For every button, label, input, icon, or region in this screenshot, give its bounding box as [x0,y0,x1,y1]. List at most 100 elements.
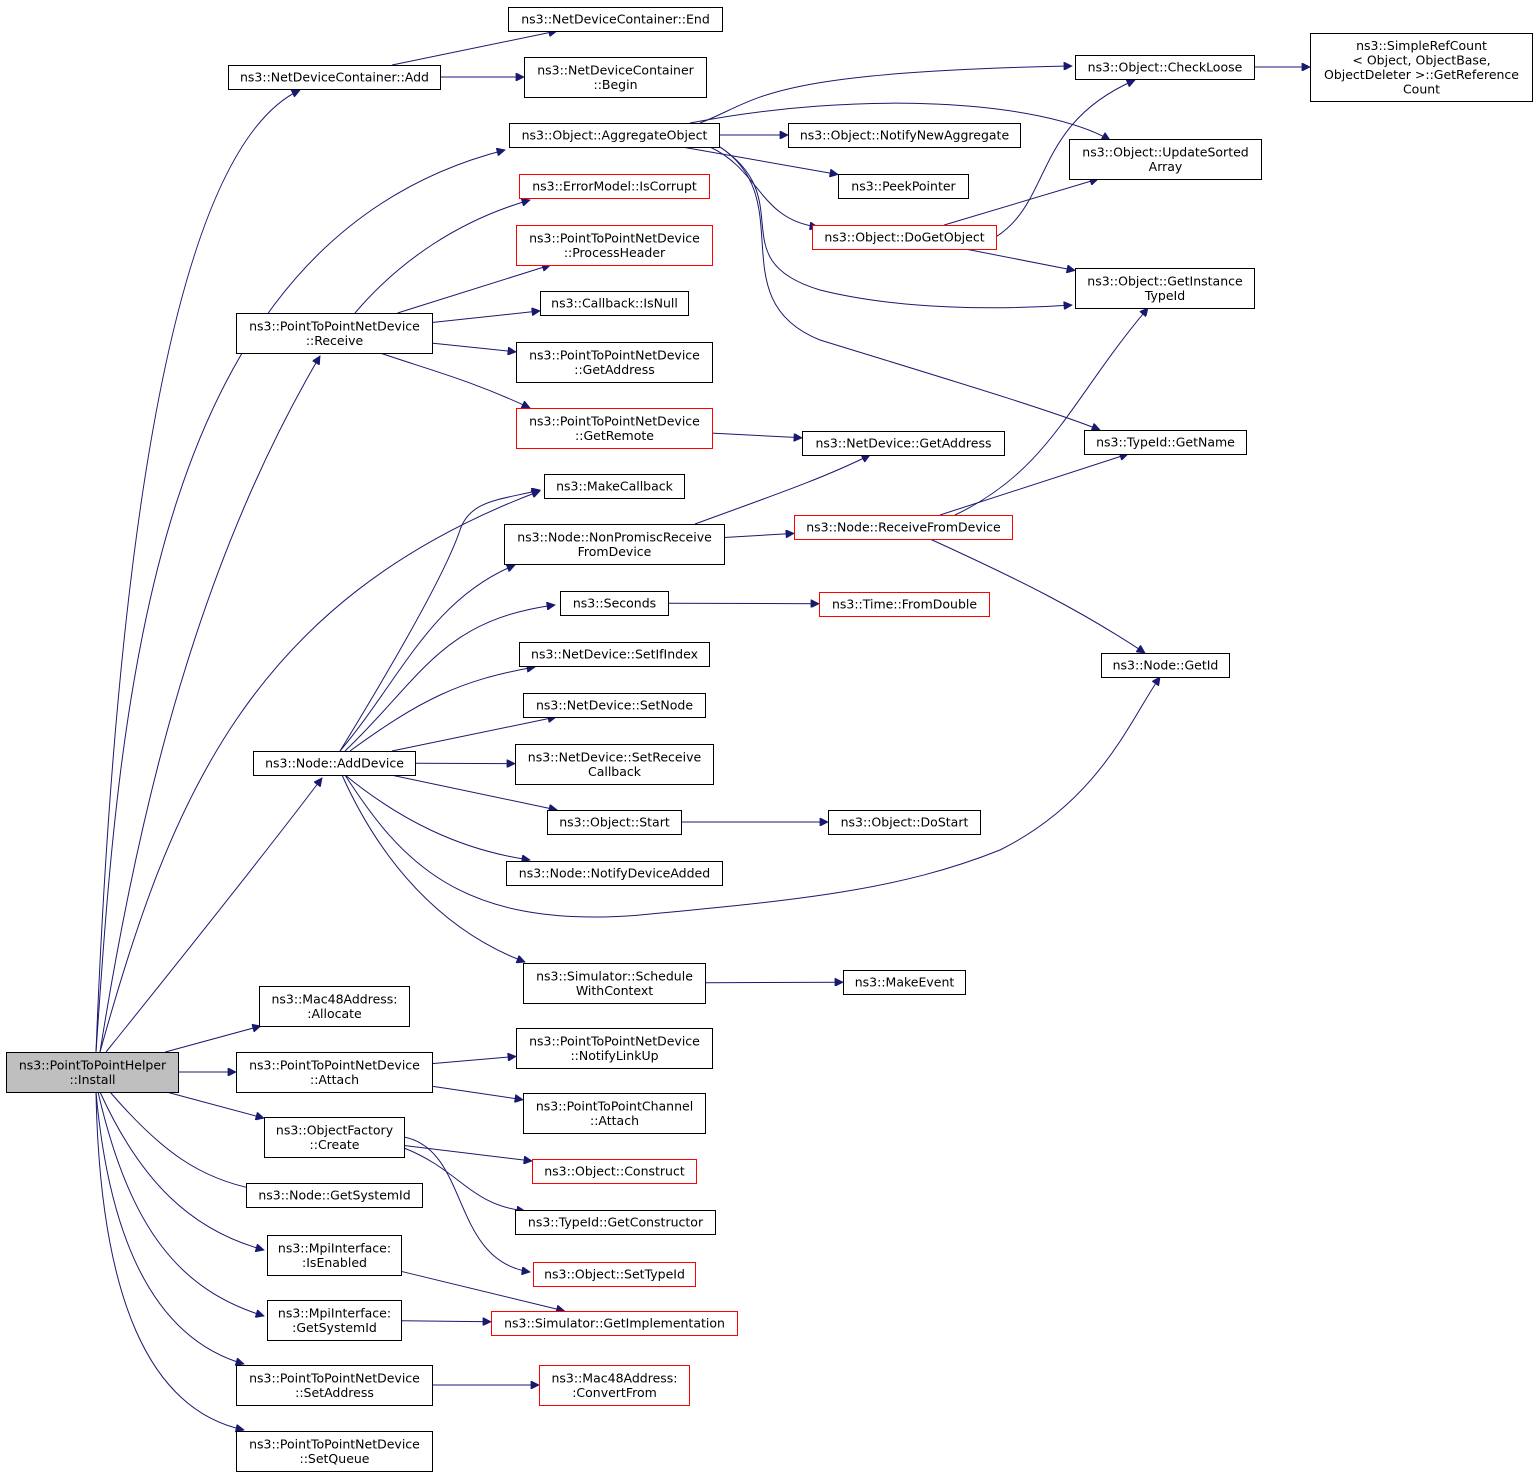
node-box [539,1365,690,1406]
node-mpi_isenabled[interactable]: ns3::MpiInterface::IsEnabled [267,1235,402,1276]
node-obj_aggregate[interactable]: ns3::Object::AggregateObject [509,123,720,148]
node-label-line: ::Begin [593,77,637,92]
edge-p2p_getremote-to-nd_getaddress [711,432,802,438]
edge-obj_dogetobject-to-obj_getinstancetypeid [965,248,1075,271]
edge-mpi_isenabled-to-sim_getimplementation [400,1270,565,1311]
edge-node_adddevice-to-node_notifydeviceadded [344,774,530,860]
edge-objfactory_create-to-typeid_getconstructor [403,1147,525,1211]
node-obj_notifynewagg[interactable]: ns3::Object::NotifyNewAggregate [788,123,1021,148]
node-node_getid[interactable]: ns3::Node::GetId [1101,653,1230,678]
node-label-line: ns3::Object::NotifyNewAggregate [800,128,1010,143]
node-label-line: ns3::Object::Construct [544,1164,685,1179]
node-label-line: :GetSystemId [292,1320,377,1335]
node-obj_checkloose[interactable]: ns3::Object::CheckLoose [1075,55,1255,80]
node-node_notifydeviceadded[interactable]: ns3::Node::NotifyDeviceAdded [506,861,723,886]
node-p2pchannel_attach[interactable]: ns3::PointToPointChannel::Attach [523,1093,706,1134]
edge-obj_dogetobject-to-obj_checkloose [969,80,1135,250]
node-box [540,291,689,316]
node-label-line: ::Attach [310,1072,359,1087]
node-label-line: ns3::Node::ReceiveFromDevice [806,520,1001,535]
node-box [1084,430,1247,455]
node-peekpointer[interactable]: ns3::PeekPointer [838,174,969,199]
node-sim_getimplementation[interactable]: ns3::Simulator::GetImplementation [491,1311,738,1336]
node-label-line: ::SetAddress [295,1385,374,1400]
node-simplerefcount[interactable]: ns3::SimpleRefCount< Object, ObjectBase,… [1310,33,1533,102]
node-label-line: ns3::PointToPointNetDevice [249,1436,420,1451]
node-p2p_processheader[interactable]: ns3::PointToPointNetDevice::ProcessHeade… [516,225,713,266]
edge-install-to-p2p_setqueue [95,1091,244,1430]
node-label-line: ns3::Object::GetInstance [1087,273,1243,288]
node-label-line: < Object, ObjectBase, [1352,52,1490,67]
node-label-line: ns3::Time::FromDouble [832,597,977,612]
edge-node_adddevice-to-makecallback [339,490,540,752]
node-nd_getaddress[interactable]: ns3::NetDevice::GetAddress [802,431,1005,456]
node-label-line: ns3::PointToPointNetDevice [249,1370,420,1385]
node-label-line: ::Receive [306,333,364,348]
node-mac48_convertfrom[interactable]: ns3::Mac48Address::ConvertFrom [539,1365,690,1406]
node-callback_isnull[interactable]: ns3::Callback::IsNull [540,291,689,316]
node-nd_setifindex[interactable]: ns3::NetDevice::SetIfIndex [519,642,710,667]
node-objfactory_create[interactable]: ns3::ObjectFactory::Create [264,1117,405,1158]
node-node_adddevice[interactable]: ns3::Node::AddDevice [253,751,416,776]
edge-node_receivefromdevice-to-node_getid [929,538,1145,653]
node-p2p_setaddress[interactable]: ns3::PointToPointNetDevice::SetAddress [236,1365,433,1406]
node-node_getsystemid[interactable]: ns3::Node::GetSystemId [246,1183,423,1208]
node-ndc_begin[interactable]: ns3::NetDeviceContainer::Begin [524,57,707,98]
node-mpi_getsystemid[interactable]: ns3::MpiInterface::GetSystemId [267,1300,402,1341]
node-makeevent[interactable]: ns3::MakeEvent [843,970,966,995]
edge-node_adddevice-to-obj_start [390,774,557,810]
node-obj_construct[interactable]: ns3::Object::Construct [532,1159,697,1184]
node-errormodel_iscorrupt[interactable]: ns3::ErrorModel::IsCorrupt [519,174,710,199]
node-p2p_getremote[interactable]: ns3::PointToPointNetDevice::GetRemote [516,408,713,449]
edges-layer [95,31,1310,1430]
node-box [259,986,410,1027]
node-label-line: ns3::Node::GetSystemId [258,1188,410,1203]
node-ndc_end[interactable]: ns3::NetDeviceContainer::End [508,7,723,32]
node-time_fromdouble[interactable]: ns3::Time::FromDouble [819,592,990,617]
edge-node_adddevice-to-node_getid [344,677,1160,918]
node-box [491,1311,738,1336]
edge-obj_aggregate-to-peekpointer [681,146,838,175]
node-box [1310,33,1533,102]
edge-node_adddevice-to-seconds [344,605,555,752]
node-node_receivefromdevice[interactable]: ns3::Node::ReceiveFromDevice [794,515,1013,540]
node-p2p_setqueue[interactable]: ns3::PointToPointNetDevice::SetQueue [236,1431,433,1472]
node-label-line: ns3::Node::NonPromiscReceive [517,529,712,544]
node-install[interactable]: ns3::PointToPointHelper::Install [6,1052,179,1093]
node-label-line: ns3::PointToPointNetDevice [249,318,420,333]
node-typeid_getname[interactable]: ns3::TypeId::GetName [1084,430,1247,455]
node-obj_start[interactable]: ns3::Object::Start [547,810,682,835]
node-seconds[interactable]: ns3::Seconds [560,591,669,616]
edge-node_nonpromisc-to-node_receivefromdevice [723,533,794,538]
node-p2p_attach[interactable]: ns3::PointToPointNetDevice::Attach [236,1052,433,1093]
node-box [516,225,713,266]
node-p2p_receive[interactable]: ns3::PointToPointNetDevice::Receive [236,313,433,354]
edge-p2p_receive-to-callback_isnull [431,311,540,323]
node-label-line: Array [1149,159,1183,174]
node-p2p_notifylinkup[interactable]: ns3::PointToPointNetDevice::NotifyLinkUp [516,1028,713,1069]
edge-install-to-node_getsystemid [109,1091,260,1190]
node-label-line: ns3::Object::Start [559,815,670,830]
node-obj_dostart[interactable]: ns3::Object::DoStart [828,810,981,835]
node-obj_settypeid[interactable]: ns3::Object::SetTypeId [533,1262,696,1287]
node-mac48_allocate[interactable]: ns3::Mac48Address::Allocate [259,986,410,1027]
node-typeid_getconstructor[interactable]: ns3::TypeId::GetConstructor [515,1210,716,1235]
node-label-line: ns3::Object::AggregateObject [522,128,708,143]
node-label-line: ns3::NetDevice::SetReceive [528,749,702,764]
node-label-line: ns3::PointToPointChannel [536,1098,693,1113]
node-ndc_add[interactable]: ns3::NetDeviceContainer::Add [228,65,441,90]
edge-obj_aggregate-to-obj_dogetobject [709,146,818,227]
node-box [524,57,707,98]
node-obj_dogetobject[interactable]: ns3::Object::DoGetObject [812,225,997,250]
node-nd_setnode[interactable]: ns3::NetDevice::SetNode [523,693,706,718]
edge-install-to-p2p_receive [99,356,320,1053]
node-makecallback[interactable]: ns3::MakeCallback [544,474,685,499]
node-p2p_getaddress[interactable]: ns3::PointToPointNetDevice::GetAddress [516,342,713,383]
nodes-layer: ns3::PointToPointHelper::Install ns3::Net… [6,7,1533,1472]
